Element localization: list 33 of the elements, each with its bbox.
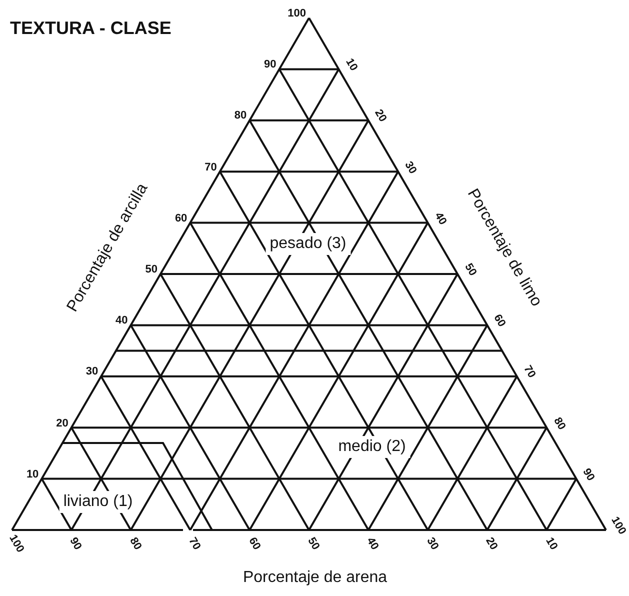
region-label: pesado (3) bbox=[266, 233, 350, 255]
tick-label: 80 bbox=[126, 536, 143, 552]
tick-label: 20 bbox=[372, 108, 388, 124]
tick-label: 80 bbox=[234, 110, 247, 122]
tick-label: 30 bbox=[86, 366, 98, 378]
tick-label: 60 bbox=[174, 213, 188, 224]
tick-label: 30 bbox=[424, 536, 440, 552]
tick-label: 60 bbox=[491, 313, 508, 330]
tick-label: 90 bbox=[264, 60, 276, 71]
chart-title: TEXTURA - CLASE bbox=[10, 19, 172, 37]
tick-label: 50 bbox=[462, 262, 478, 278]
tick-label: 70 bbox=[204, 162, 217, 174]
tick-label: 80 bbox=[550, 416, 566, 432]
tick-label: 30 bbox=[402, 160, 418, 176]
tick-label: 60 bbox=[246, 536, 262, 552]
tick-label: 70 bbox=[186, 536, 202, 552]
tick-label: 40 bbox=[432, 210, 448, 227]
tick-label: 10 bbox=[542, 536, 558, 552]
tick-label: 50 bbox=[145, 264, 158, 276]
tick-label: 10 bbox=[342, 57, 359, 74]
tick-label: 100 bbox=[6, 533, 26, 555]
tick-label: 20 bbox=[483, 536, 500, 552]
tick-label: 70 bbox=[521, 364, 537, 380]
tick-label: 100 bbox=[288, 8, 306, 20]
tick-label: 100 bbox=[608, 515, 628, 537]
tick-label: 90 bbox=[580, 466, 596, 483]
tick-label: 90 bbox=[68, 536, 84, 552]
tick-label: 10 bbox=[26, 469, 39, 480]
axis-title: Porcentaje de arena bbox=[242, 570, 388, 586]
tick-label: 50 bbox=[305, 536, 321, 552]
tick-label: 20 bbox=[56, 418, 68, 430]
tick-label: 40 bbox=[116, 316, 128, 327]
tick-label: 40 bbox=[364, 536, 380, 552]
